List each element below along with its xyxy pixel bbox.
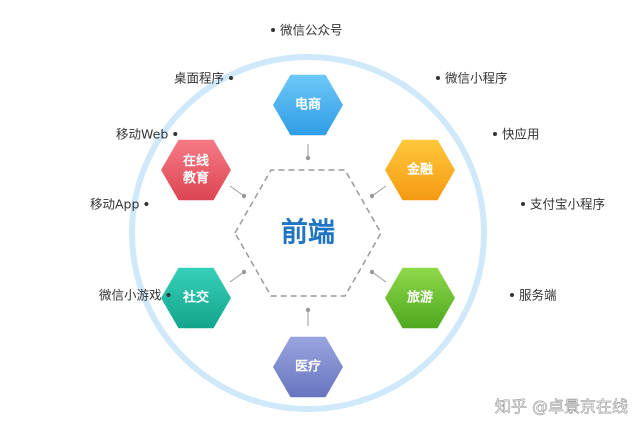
platform-mobile-app: 移动App xyxy=(90,197,149,212)
domain-travel: 旅游 xyxy=(385,267,455,329)
watermark: 知乎 @卓景京在线 xyxy=(495,397,628,416)
connector-dot-education xyxy=(241,193,247,199)
platform-bullet-dot xyxy=(271,28,275,32)
domain-hexagon-medical xyxy=(273,336,343,398)
domain-ecommerce: 电商 xyxy=(273,74,343,136)
connector-education xyxy=(229,185,245,197)
outer-ring xyxy=(129,54,487,412)
domain-label-finance: 金融 xyxy=(406,162,433,178)
platform-quick-app: 快应用 xyxy=(493,127,540,142)
domain-label-education: 教育 xyxy=(182,170,209,186)
domain-hexagon-finance xyxy=(385,139,455,201)
platform-label: 桌面程序 xyxy=(174,71,224,86)
connector-dot-ecommerce xyxy=(305,155,311,161)
platform-bullet-dot xyxy=(521,202,525,206)
platform-server: 服务端 xyxy=(510,288,557,303)
platform-wechat-mini: 微信小程序 xyxy=(436,71,508,86)
platform-bullet-dot xyxy=(436,76,440,80)
platform-alipay-mini: 支付宝小程序 xyxy=(521,197,605,212)
platform-bullet-dot xyxy=(493,132,497,136)
connector-dot-finance xyxy=(369,193,375,199)
platform-label: 微信小游戏 xyxy=(99,288,162,303)
platform-label: 移动App xyxy=(90,197,139,212)
center-label: 前端 xyxy=(281,217,335,249)
platform-bullet-dot xyxy=(144,202,149,206)
domain-hexagon-travel xyxy=(385,267,455,329)
domain-label-education: 在线 xyxy=(183,153,209,169)
platform-desktop: 桌面程序 xyxy=(174,71,234,86)
platform-bullet-dot xyxy=(229,76,234,80)
connector-dot-travel xyxy=(369,269,375,275)
platform-bullet-dot xyxy=(166,293,171,297)
domain-hexagon-ecommerce xyxy=(273,74,343,136)
domain-social: 社交 xyxy=(161,267,231,329)
center-hexagon-outline xyxy=(234,169,382,297)
domain-label-ecommerce: 电商 xyxy=(295,97,321,113)
platform-label: 服务端 xyxy=(519,288,557,303)
platform-label: 微信公众号 xyxy=(280,23,343,38)
platform-mobile-web: 移动Web xyxy=(116,127,178,142)
platform-label: 微信小程序 xyxy=(445,71,508,86)
platform-label: 支付宝小程序 xyxy=(530,197,605,212)
connector-travel xyxy=(371,271,387,283)
connectors xyxy=(229,144,387,326)
platform-wechat-official: 微信公众号 xyxy=(271,23,343,38)
domain-medical: 医疗 xyxy=(273,336,343,398)
platform-label: 快应用 xyxy=(502,127,540,142)
platform-wechat-game: 微信小游戏 xyxy=(99,288,171,303)
connector-dot-social xyxy=(241,269,247,275)
domain-hexagon-social xyxy=(161,267,231,329)
platform-label: 移动Web xyxy=(116,127,168,142)
connector-dot-medical xyxy=(305,307,311,313)
connector-social xyxy=(229,271,245,283)
domain-label-social: 社交 xyxy=(182,290,209,306)
connector-finance xyxy=(371,185,387,197)
domain-finance: 金融 xyxy=(385,139,455,201)
domain-label-medical: 医疗 xyxy=(295,359,321,375)
domain-label-travel: 旅游 xyxy=(407,290,433,306)
platform-bullet-dot xyxy=(510,293,514,297)
platform-bullet-dot xyxy=(173,132,178,136)
domain-hexagon-education xyxy=(161,139,231,201)
